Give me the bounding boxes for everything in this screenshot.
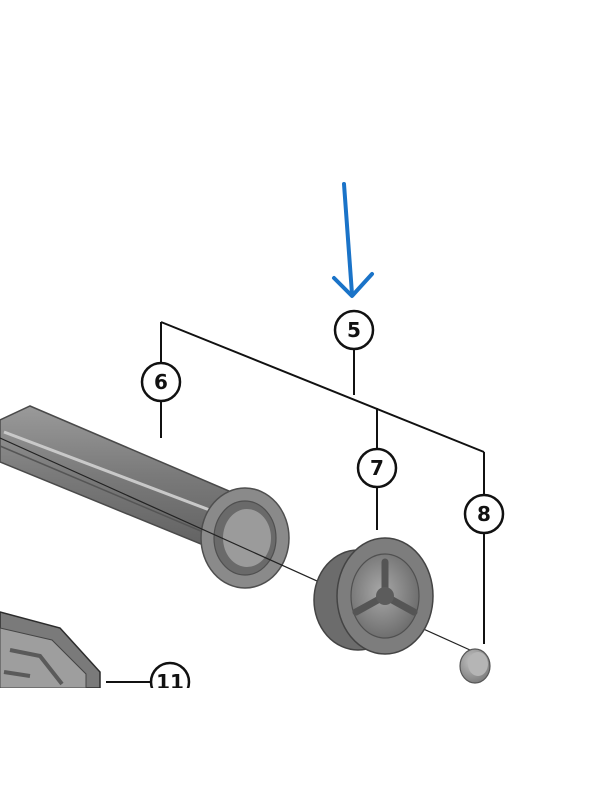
leader-lines [106, 321, 485, 683]
callout-7-label: 7 [370, 456, 384, 480]
callout-7: 7 [356, 447, 398, 489]
part-11-lever-housing [0, 611, 101, 689]
part-6-grip [0, 405, 290, 589]
callout-8: 8 [463, 493, 505, 535]
part-7-end-cap [313, 537, 434, 655]
bottom-mask [0, 688, 600, 800]
callout-11-crop [140, 688, 200, 708]
callout-6: 6 [140, 361, 182, 403]
pointer-arrow-icon [332, 182, 374, 298]
callout-6-label: 6 [154, 370, 168, 394]
callout-8-label: 8 [477, 502, 491, 526]
part-8-plug [459, 648, 491, 684]
callout-5: 5 [333, 309, 375, 351]
callout-5-label: 5 [347, 318, 361, 342]
